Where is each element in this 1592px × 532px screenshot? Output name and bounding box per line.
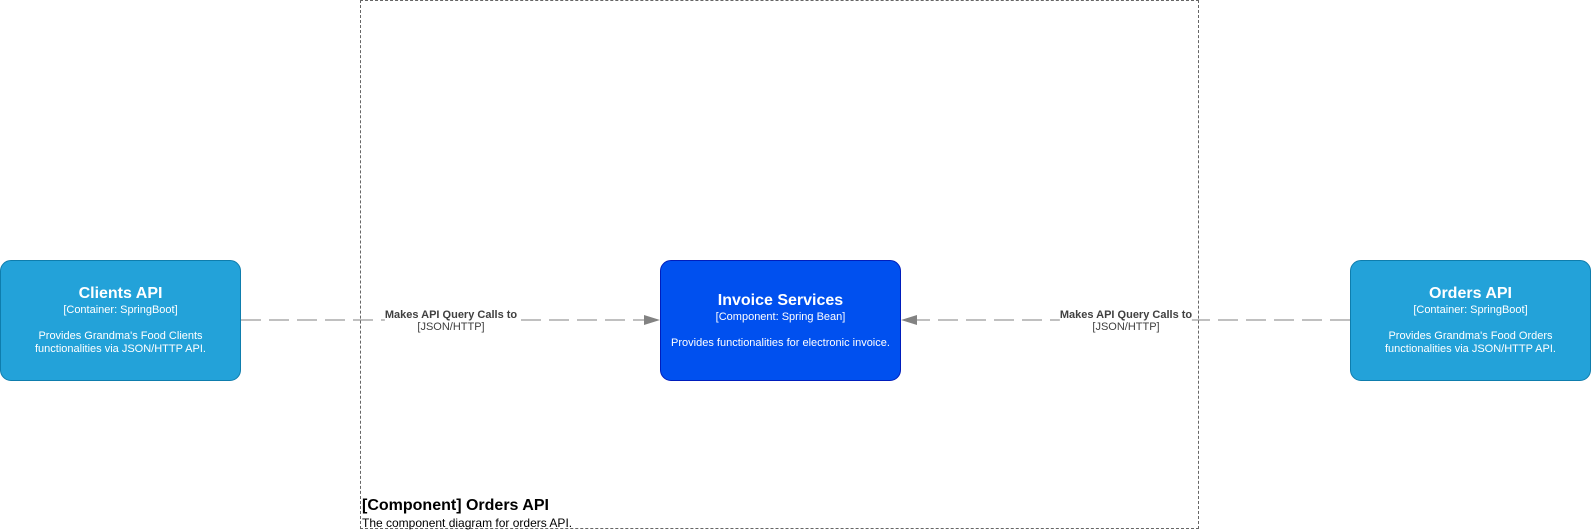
- node-type: [Container: SpringBoot]: [1413, 304, 1528, 316]
- edge-label-orders-to-invoice: Makes API Query Calls to [JSON/HTTP]: [1059, 309, 1193, 333]
- node-description: Provides Grandma's Food Clients function…: [35, 330, 206, 355]
- node-description: Provides functionalities for electronic …: [671, 336, 890, 349]
- edge-clients-arrowhead: [644, 315, 660, 325]
- boundary-description: The component diagram for orders API.: [362, 516, 573, 530]
- component-boundary: [360, 0, 1199, 529]
- node-description: Provides Grandma's Food Orders functiona…: [1385, 330, 1556, 355]
- node-title: Clients API: [78, 285, 163, 302]
- edge-label-text: Makes API Query Calls to: [384, 309, 518, 321]
- edge-label-text: Makes API Query Calls to: [1059, 309, 1193, 321]
- boundary-title: [Component] Orders API: [362, 497, 549, 514]
- node-clients-api[interactable]: Clients API [Container: SpringBoot] Prov…: [0, 260, 241, 381]
- edge-technology-text: [JSON/HTTP]: [1092, 321, 1160, 333]
- edge-label-clients-to-invoice: Makes API Query Calls to [JSON/HTTP]: [384, 309, 518, 333]
- node-invoice-services[interactable]: Invoice Services [Component: Spring Bean…: [660, 260, 901, 381]
- edge-orders-arrowhead: [901, 315, 917, 325]
- edge-technology-text: [JSON/HTTP]: [417, 321, 485, 333]
- node-type: [Component: Spring Bean]: [715, 310, 846, 323]
- node-title: Invoice Services: [717, 291, 844, 309]
- node-orders-api[interactable]: Orders API [Container: SpringBoot] Provi…: [1350, 260, 1591, 381]
- node-type: [Container: SpringBoot]: [63, 304, 178, 316]
- boundary-top-edge: [360, 0, 1199, 2]
- node-title: Orders API: [1429, 285, 1512, 302]
